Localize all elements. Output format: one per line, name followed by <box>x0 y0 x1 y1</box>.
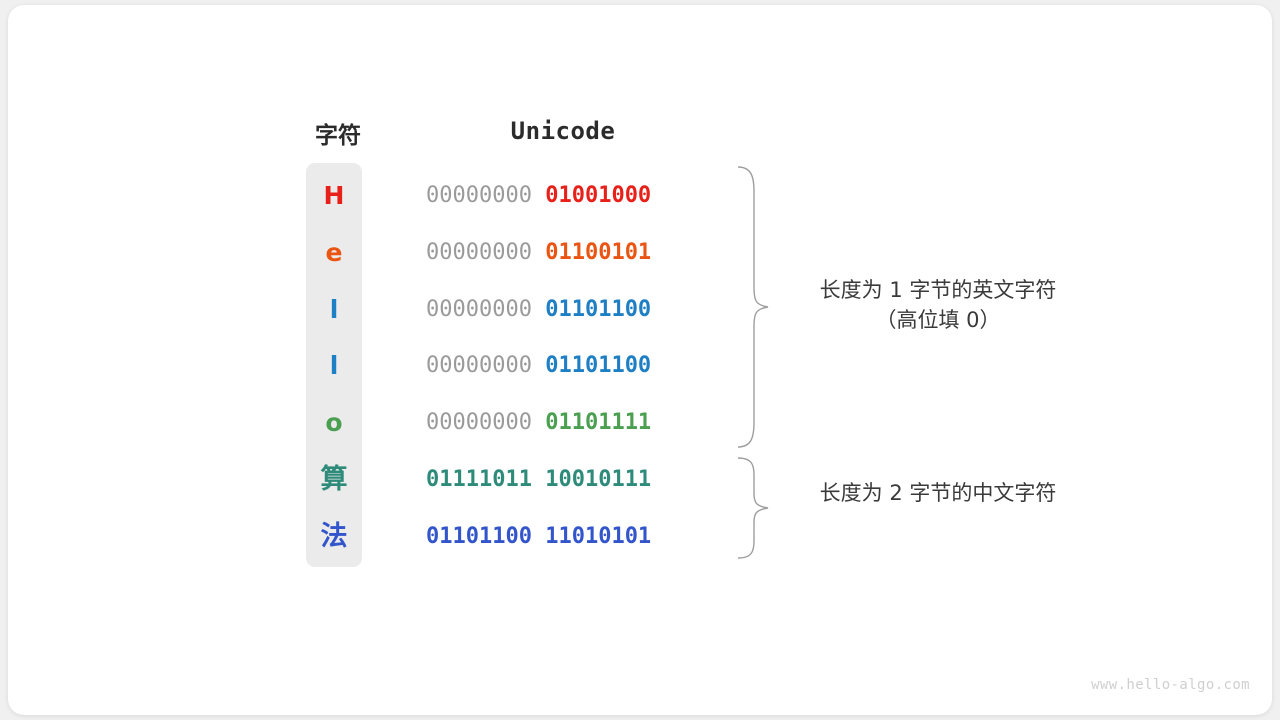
encoding-row: l 00000000 01101100 <box>8 346 1272 386</box>
brace-two-byte-group <box>737 457 769 559</box>
byte-separator <box>532 353 545 378</box>
row-binary: 00000000 01100101 <box>426 233 700 273</box>
byte-separator <box>532 524 545 549</box>
byte-separator <box>532 240 545 265</box>
row-binary: 00000000 01101100 <box>426 290 700 330</box>
row-low-byte: 01101111 <box>545 410 652 436</box>
row-high-byte: 00000000 <box>426 296 532 322</box>
row-binary: 01111011 10010111 <box>426 460 700 500</box>
byte-separator <box>532 467 545 492</box>
row-binary: 00000000 01101111 <box>426 403 700 443</box>
annotation-two-byte: 长度为 2 字节的中文字符 <box>819 481 1057 505</box>
row-binary: 01101100 11010101 <box>426 517 700 557</box>
row-high-byte: 01111011 <box>426 467 532 492</box>
byte-separator <box>532 183 545 208</box>
row-low-byte: 01101100 <box>545 353 652 379</box>
row-character: e <box>325 237 343 267</box>
annotation-one-byte: 长度为 1 字节的英文字符 （高位填 0） <box>819 278 1057 332</box>
encoding-row: o 00000000 01101111 <box>8 403 1272 443</box>
row-binary: 00000000 01101100 <box>426 346 700 386</box>
byte-separator <box>532 297 545 322</box>
row-character: H <box>323 181 345 210</box>
column-header-character: 字符 <box>315 123 361 149</box>
row-high-byte: 00000000 <box>426 183 532 208</box>
diagram-stage: 字符 Unicode H 00000000 01001000 e 00000000 0… <box>8 5 1272 715</box>
byte-separator <box>532 410 545 435</box>
row-high-byte: 00000000 <box>426 239 532 265</box>
watermark-url: www.hello-algo.com <box>1091 677 1250 693</box>
encoding-row: H 00000000 01001000 <box>8 176 1272 216</box>
encoding-row: e 00000000 01100101 <box>8 233 1272 273</box>
row-low-byte: 01001000 <box>545 183 652 208</box>
row-high-byte: 00000000 <box>426 410 532 436</box>
column-header-unicode: Unicode <box>510 117 616 145</box>
character-column-pill <box>306 163 362 567</box>
row-character: o <box>325 408 343 438</box>
diagram-card: 字符 Unicode H 00000000 01001000 e 00000000 0… <box>8 5 1272 715</box>
row-character: 算 <box>320 464 348 495</box>
row-low-byte: 10010111 <box>545 467 652 492</box>
row-high-byte: 01101100 <box>426 523 532 549</box>
row-high-byte: 00000000 <box>426 353 532 379</box>
brace-one-byte-group <box>737 166 769 448</box>
encoding-row: l 00000000 01101100 <box>8 290 1272 330</box>
encoding-row: 法 01101100 11010101 <box>8 517 1272 557</box>
row-binary: 00000000 01001000 <box>426 176 700 216</box>
row-character: l <box>329 294 339 324</box>
row-low-byte: 01100101 <box>545 239 652 265</box>
row-character: 法 <box>320 520 348 552</box>
row-character: l <box>329 351 339 381</box>
row-low-byte: 11010101 <box>545 523 652 549</box>
row-low-byte: 01101100 <box>545 296 652 322</box>
encoding-row: 算 01111011 10010111 <box>8 460 1272 500</box>
